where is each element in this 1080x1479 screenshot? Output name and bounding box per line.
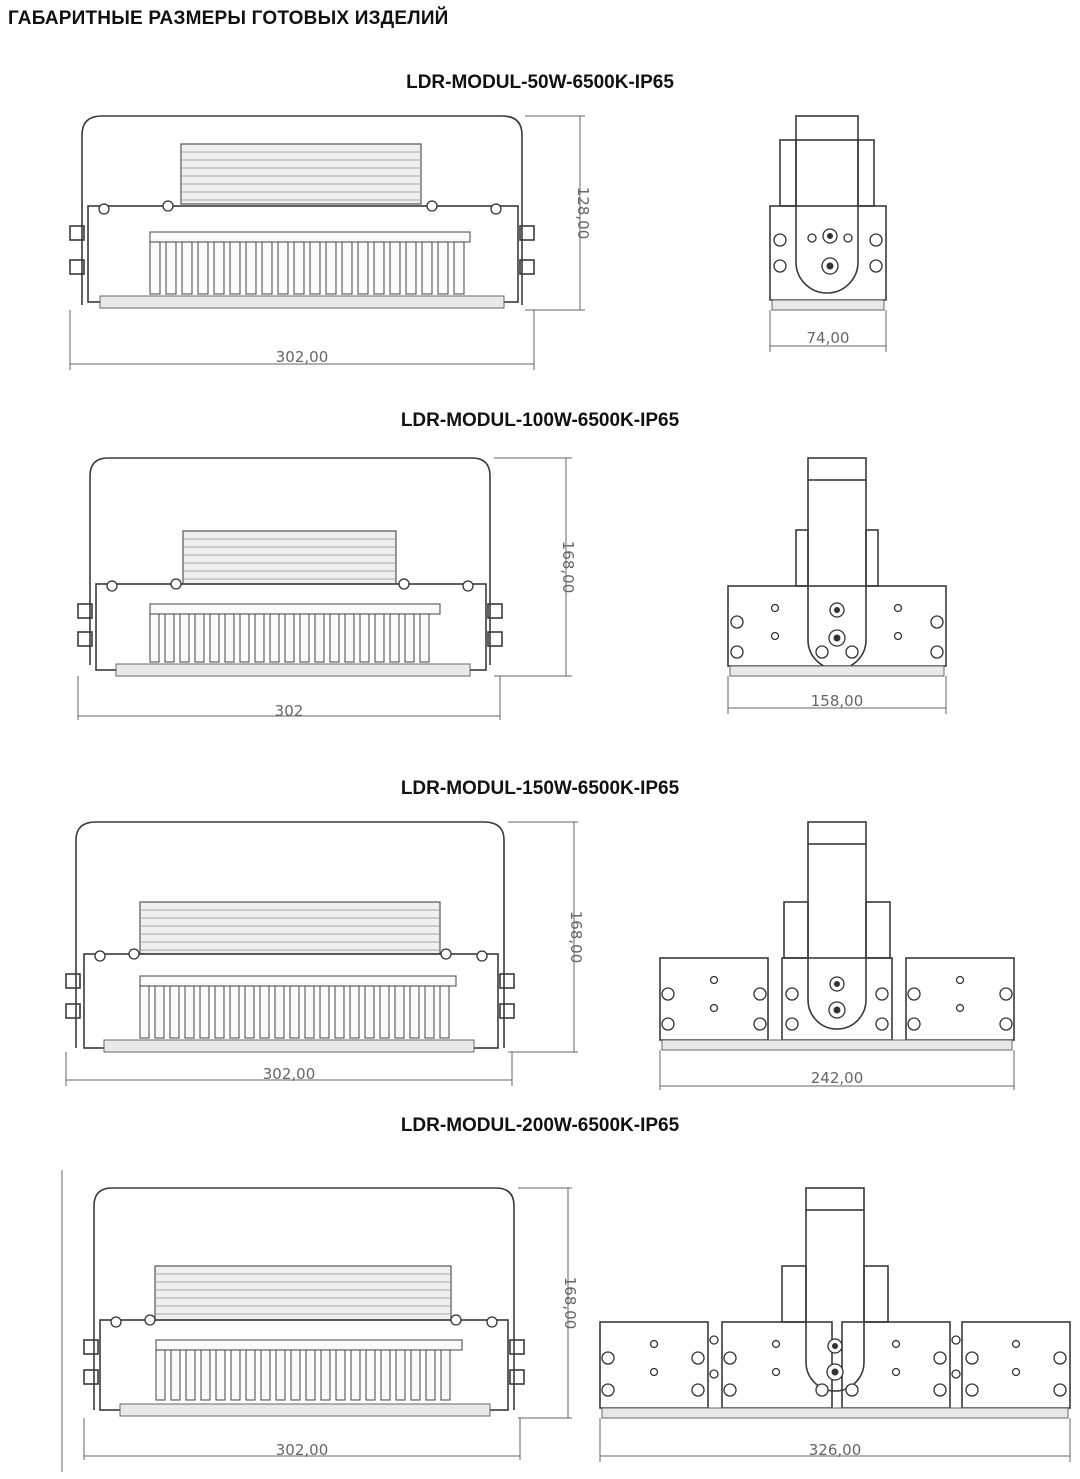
heatsink-fins [182, 151, 420, 201]
page-title: ГАБАРИТНЫЕ РАЗМЕРЫ ГОТОВЫХ ИЗДЕЛИЙ [8, 8, 449, 29]
cooling-fins [149, 231, 471, 295]
height-dim-50w: 128,00 [574, 187, 592, 240]
height-dim-200w: 168,00 [561, 1277, 579, 1330]
side-view-150w [659, 821, 1015, 1090]
front-width-dim-100w: 302 [275, 702, 304, 720]
model-title-100w: LDR-MODUL-100W-6500K-IP65 [400, 410, 680, 431]
front-width-dim-200w: 302,00 [276, 1441, 329, 1459]
front-width-dim-150w: 302,00 [263, 1065, 316, 1083]
front-width-dim-50w: 302,00 [276, 348, 329, 366]
side-view-200w [599, 1187, 1071, 1462]
front-view-150w [65, 821, 578, 1086]
model-title-150w: LDR-MODUL-150W-6500K-IP65 [400, 778, 680, 799]
side-width-dim-150w: 242,00 [811, 1069, 864, 1087]
model-title-200w: LDR-MODUL-200W-6500K-IP65 [400, 1115, 680, 1136]
side-view-50w [769, 115, 887, 352]
model-title-50w: LDR-MODUL-50W-6500K-IP65 [406, 72, 674, 93]
height-dim-100w: 168,00 [559, 541, 577, 594]
front-view-100w [77, 457, 572, 720]
height-dim-150w: 168,00 [567, 911, 585, 964]
side-width-dim-100w: 158,00 [811, 692, 864, 710]
side-width-dim-200w: 326,00 [809, 1441, 862, 1459]
side-width-dim-50w: 74,00 [807, 329, 850, 347]
front-view-200w [83, 1187, 572, 1460]
side-view-100w [727, 457, 947, 714]
front-view-50w [69, 115, 585, 370]
